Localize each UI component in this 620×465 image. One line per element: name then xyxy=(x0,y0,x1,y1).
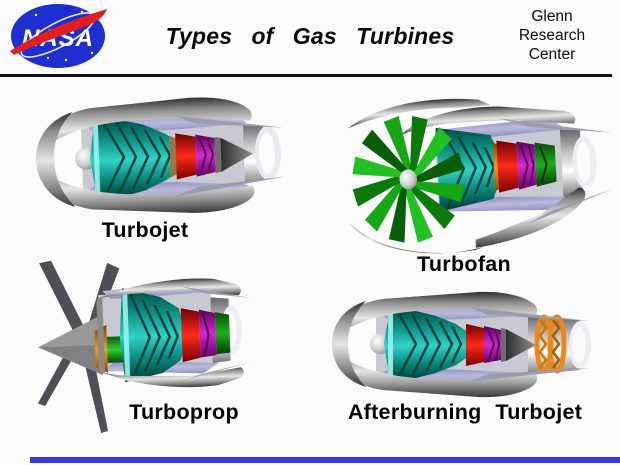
org-line-2: Research xyxy=(518,27,586,45)
turboprop-rear-turbine xyxy=(214,312,231,355)
turbojet-casing-top xyxy=(36,97,252,161)
afterburner-combustor xyxy=(466,324,484,366)
afterburner-casing-bottom xyxy=(332,345,538,398)
org-line-3: Center xyxy=(528,46,576,64)
org-line-1: Glenn xyxy=(531,8,573,25)
header-rule xyxy=(0,74,612,77)
turbofan-casing-top xyxy=(400,106,576,136)
turbojet-label: Turbojet xyxy=(101,218,189,242)
turbofan-illustration xyxy=(347,98,614,254)
turboprop-combustor xyxy=(180,308,201,363)
turbofan-inlet-lip-top xyxy=(347,98,491,129)
turboprop-illustration xyxy=(38,260,252,434)
turbojet-casing-bottom xyxy=(36,161,255,213)
footer-bar xyxy=(30,457,620,463)
afterburning-turbojet-label: Afterburning Turbojet xyxy=(347,400,583,424)
turbofan-inlet-lip-bottom xyxy=(348,222,504,254)
turbofan-fan xyxy=(352,116,465,243)
afterburning-turbojet-illustration xyxy=(332,291,591,398)
turbojet-combustor xyxy=(175,133,197,180)
turboprop-label: Turboprop xyxy=(129,400,239,424)
org-name: Glenn Research Center xyxy=(492,7,612,65)
turbofan-label: Turbofan xyxy=(417,252,511,276)
turbofan-combustor xyxy=(496,140,519,193)
turbofan-hub xyxy=(399,169,418,190)
nasa-insignia: NASA xyxy=(10,4,107,68)
turbojet-tail-cone xyxy=(220,137,253,172)
afterburner-tail-cone xyxy=(506,329,536,361)
turboprop-casing-top xyxy=(96,278,241,300)
afterburner-casing-top xyxy=(332,291,538,344)
page-title: Types of Gas Turbines xyxy=(165,23,455,49)
turboprop-casing-bottom xyxy=(98,367,244,388)
turboprop-shaft xyxy=(106,336,125,363)
nasa-insignia-swoosh xyxy=(10,9,107,55)
turbojet-illustration xyxy=(36,97,284,213)
